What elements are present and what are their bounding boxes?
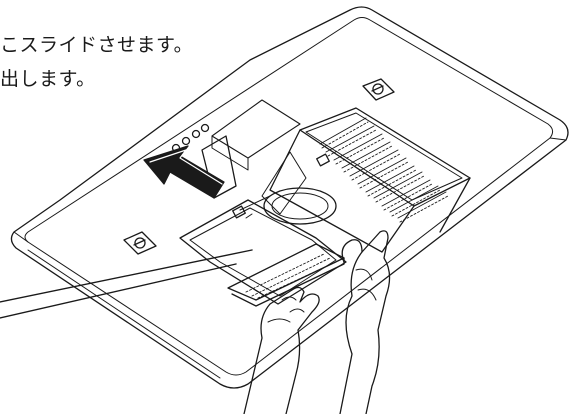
monitor-panel-outline — [10, 6, 569, 389]
instruction-text-line-2: 出します。 — [0, 68, 96, 90]
vent-block — [261, 107, 471, 253]
instruction-text-line-1: こスライドさせます。 — [0, 34, 194, 56]
pointer-line-upper — [0, 249, 253, 303]
stand-recess — [211, 99, 301, 159]
control-buttons — [171, 123, 210, 153]
monitor-panel-bezel-rim — [13, 137, 567, 379]
fan-cavity — [263, 187, 337, 225]
left-glove-hand — [243, 286, 320, 414]
right-glove-hand — [339, 230, 391, 414]
vent-slats — [319, 117, 449, 223]
monitor-panel-inner-edge — [24, 17, 554, 376]
slide-arrow-icon — [143, 145, 225, 199]
filter-panel — [227, 243, 345, 307]
mount-boss-top — [362, 78, 395, 101]
pointer-line-lower — [0, 263, 237, 319]
mount-boss-left — [123, 231, 157, 255]
cavity-frame — [179, 199, 347, 305]
